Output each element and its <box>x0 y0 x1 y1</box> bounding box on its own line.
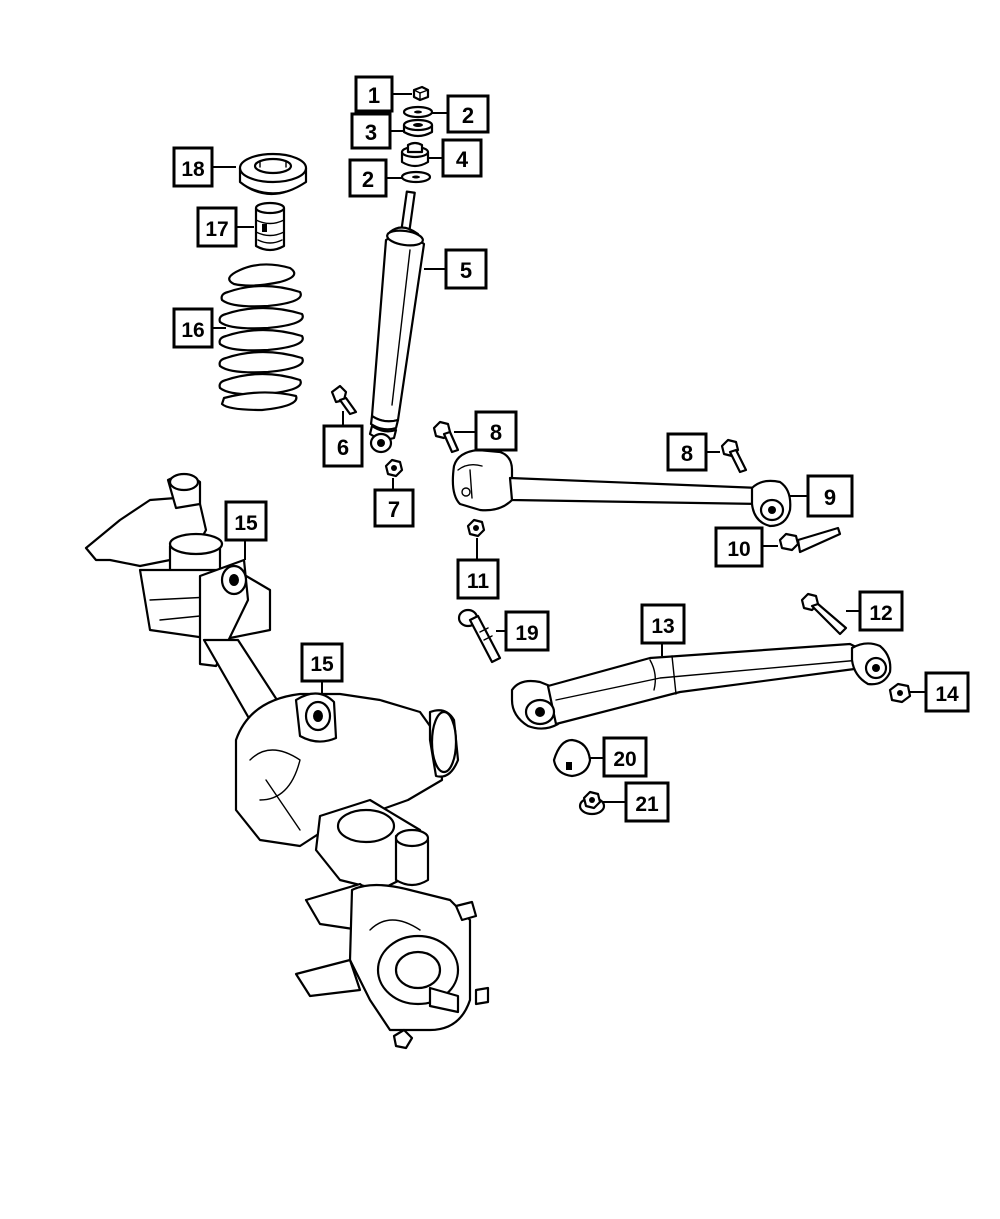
callout-label: 10 <box>727 538 750 561</box>
part-jounce-bumper <box>254 201 286 252</box>
part-nut-11 <box>466 518 486 538</box>
part-bolt-19 <box>457 608 502 664</box>
part-nut-7 <box>384 458 404 478</box>
part-cam-wedge <box>778 526 842 554</box>
callout-12: 12 <box>858 590 904 632</box>
part-washer-lower <box>400 170 432 184</box>
callout-label: 19 <box>515 622 538 645</box>
callout-label: 5 <box>460 258 472 283</box>
callout-label: 2 <box>362 167 374 192</box>
part-bumper-20 <box>552 738 592 778</box>
part-lower-control-arm <box>510 642 892 730</box>
callout-label: 3 <box>365 120 377 145</box>
callout-label: 6 <box>337 435 349 460</box>
callout-16: 16 <box>172 307 214 349</box>
callout-18: 18 <box>172 146 214 188</box>
part-nut-14 <box>888 682 912 704</box>
callout-8-right: 8 <box>666 432 708 472</box>
part-washer-upper <box>402 105 434 119</box>
part-insulator-lower <box>400 141 430 168</box>
callout-label: 16 <box>181 319 204 342</box>
callout-label: 15 <box>310 653 334 676</box>
callout-1: 1 <box>354 75 394 113</box>
callout-label: 2 <box>462 103 474 128</box>
part-bolt-12 <box>800 592 848 636</box>
callout-20: 20 <box>602 736 648 778</box>
part-bolt-8-right <box>720 438 748 474</box>
callout-7: 7 <box>373 488 415 528</box>
callout-label: 12 <box>869 602 892 625</box>
callout-17: 17 <box>196 206 238 248</box>
callout-11: 11 <box>456 558 500 600</box>
callout-3: 3 <box>350 112 392 150</box>
callout-15-right: 15 <box>300 642 344 683</box>
callout-2-upper: 2 <box>446 94 490 134</box>
callout-label: 17 <box>205 218 228 241</box>
callout-10: 10 <box>714 526 764 568</box>
part-nut-small <box>412 85 430 102</box>
part-nut-21 <box>578 790 606 816</box>
callout-label: 18 <box>181 158 205 181</box>
part-front-axle-assembly <box>84 472 490 1050</box>
callout-label: 14 <box>935 683 959 706</box>
callout-label: 1 <box>368 83 380 108</box>
part-shock-absorber <box>368 190 426 454</box>
callout-19: 19 <box>504 610 550 652</box>
callout-21: 21 <box>624 781 670 823</box>
callout-label: 21 <box>635 793 659 816</box>
leader-lines <box>212 93 926 803</box>
callout-label: 11 <box>467 570 490 593</box>
callout-label: 8 <box>681 441 693 466</box>
callout-label: 20 <box>613 748 636 771</box>
part-insulator-upper <box>402 118 434 138</box>
part-bolt-8-left <box>432 420 460 454</box>
callout-label: 13 <box>651 615 674 638</box>
callout-6: 6 <box>322 424 364 468</box>
callout-label: 9 <box>824 485 836 510</box>
part-bolt-6 <box>330 384 358 416</box>
part-upper-control-arm <box>451 448 792 528</box>
callout-label: 4 <box>456 147 469 172</box>
callout-label: 15 <box>234 512 258 535</box>
callout-5: 5 <box>444 248 488 290</box>
callout-8-left: 8 <box>474 410 518 452</box>
callout-14: 14 <box>924 671 970 713</box>
callout-15-left: 15 <box>224 500 268 542</box>
callout-2-lower: 2 <box>348 158 388 198</box>
callout-4: 4 <box>441 138 483 178</box>
callout-label: 7 <box>388 497 400 522</box>
part-spring-seat <box>238 152 308 195</box>
part-coil-spring <box>218 263 304 412</box>
callout-9: 9 <box>806 474 854 518</box>
callout-13: 13 <box>640 603 686 645</box>
callout-label: 8 <box>490 420 502 445</box>
